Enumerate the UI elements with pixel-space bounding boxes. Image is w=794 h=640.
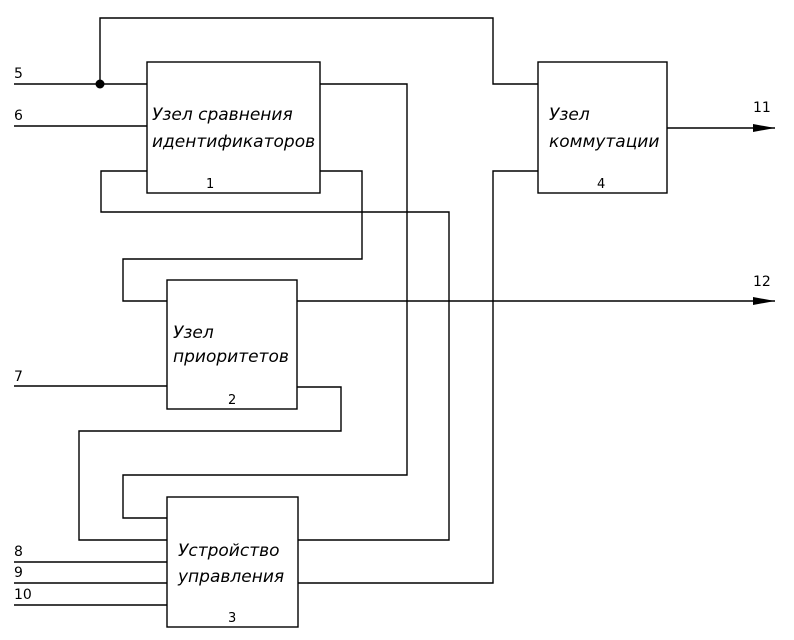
block-3-number: 3 xyxy=(228,611,236,626)
output-label-12: 12 xyxy=(753,274,771,290)
block-priority-node: Узел приоритетов 2 xyxy=(166,279,298,410)
block-1-title-line2: идентификаторов xyxy=(152,132,315,152)
output-label-11: 11 xyxy=(753,100,771,116)
block-1-number: 1 xyxy=(206,177,214,192)
connections xyxy=(14,17,775,606)
wire-block1-to-block3-a xyxy=(100,170,450,541)
block-1-title-line1: Узел сравнения xyxy=(152,105,293,125)
junction-dot xyxy=(95,79,105,89)
input-label-5: 5 xyxy=(14,66,23,82)
block-comparison-node: Узел сравнения идентификаторов 1 xyxy=(146,61,321,194)
input-label-10: 10 xyxy=(14,587,32,603)
block-3-title-line1: Устройство xyxy=(178,541,280,561)
input-label-6: 6 xyxy=(14,108,23,124)
block-switching-node: Узел коммутации 4 xyxy=(537,61,668,194)
input-label-8: 8 xyxy=(14,544,23,560)
block-2-number: 2 xyxy=(228,393,236,408)
wire-block1-to-block2 xyxy=(122,170,363,302)
input-label-7: 7 xyxy=(14,369,23,385)
block-3-title-line2: управления xyxy=(177,567,284,587)
block-2-title-line2: приоритетов xyxy=(173,347,289,367)
block-control-unit: Устройство управления 3 xyxy=(166,496,299,628)
wire-block1-to-block3-b xyxy=(122,83,408,519)
block-4-number: 4 xyxy=(597,177,605,192)
wire-block3-to-block4 xyxy=(298,170,538,584)
block-2-title-line1: Узел xyxy=(173,323,214,343)
block-4-title-line2: коммутации xyxy=(549,132,659,152)
input-label-9: 9 xyxy=(14,565,23,581)
io-labels: 5 6 7 8 9 10 11 12 xyxy=(14,66,771,603)
block-4-title-line1: Узел xyxy=(549,105,590,125)
wire-block2-to-block3 xyxy=(78,386,342,541)
wire-5-to-block-4 xyxy=(99,17,538,85)
